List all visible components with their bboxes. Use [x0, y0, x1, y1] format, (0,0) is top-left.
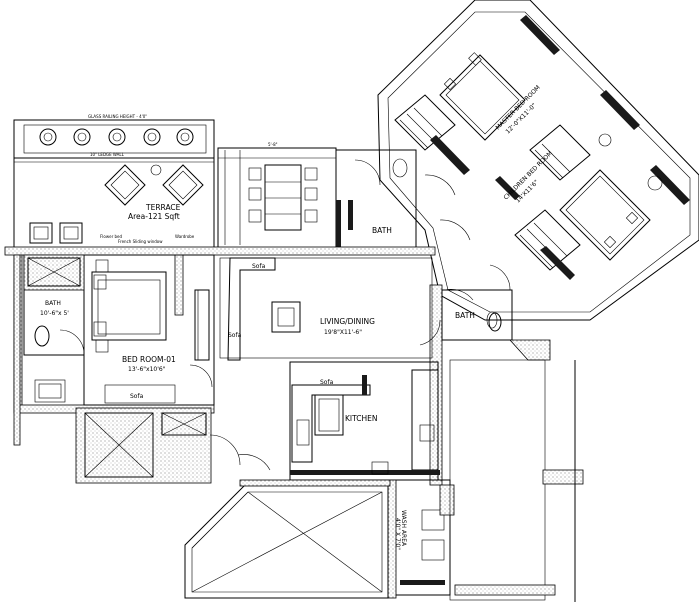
- bedroom-title: BED ROOM-01: [122, 355, 176, 364]
- bath-right-room: [441, 289, 551, 361]
- right-lower-column: [449, 359, 584, 602]
- wardrobe-units: [394, 94, 591, 271]
- bedroom-dimension: 13'-6"x10'6": [128, 366, 166, 373]
- lift-left: [23, 254, 85, 291]
- flower-bed-label: Flower bed: [100, 234, 123, 239]
- bath-top-label: BATH: [372, 226, 392, 235]
- sofa-label-kitchen: Sofa: [320, 379, 334, 386]
- sofa-label-bedroom: Sofa: [130, 393, 144, 400]
- glass-railing-label: GLASS RAILING HEIGHT - 4'0": [88, 114, 147, 119]
- terrace-area: Area-121 Sqft: [128, 212, 180, 221]
- wash-area-dimension: 4'0" X 7'0": [394, 518, 401, 550]
- terrace: [13, 119, 215, 251]
- dining-area: [217, 147, 337, 249]
- bedroom-01: [83, 254, 215, 406]
- kitchen-label: KITCHEN: [345, 414, 378, 423]
- ledge-wall-label: 10" LEDGE WALL: [90, 152, 125, 157]
- living-dining-room: [219, 257, 441, 361]
- living-dimension: 19'8"X11'-6": [324, 329, 362, 336]
- bath-left-label: BATH: [45, 300, 61, 307]
- sofa-label-living-top: Sofa: [252, 263, 266, 270]
- lobby-block: [75, 407, 271, 484]
- wash-area-label: WASH AREA: [400, 510, 407, 547]
- lounge-chairs: [104, 164, 204, 206]
- french-sliding-label: French Sliding window: [118, 239, 163, 244]
- dining-dimension: 5'-8": [268, 142, 278, 147]
- children-bed: [559, 169, 651, 261]
- wardrobe-label: Wardrobe: [175, 234, 195, 239]
- sofa-label-living-left: Sofa: [228, 332, 242, 339]
- living-title: LIVING/DINING: [320, 317, 375, 326]
- terrace-title: TERRACE: [145, 203, 181, 212]
- bath-left-dimension: 10'-6"x 5': [40, 310, 69, 317]
- bed-icon: [91, 271, 167, 341]
- flower-pots: [39, 128, 194, 146]
- rotated-bedroom-wing: [377, 0, 699, 329]
- master-bed: [439, 52, 526, 141]
- staircase-wedge: [184, 479, 391, 599]
- bath-right-label: BATH: [455, 311, 475, 320]
- bath-top-room: [335, 149, 417, 251]
